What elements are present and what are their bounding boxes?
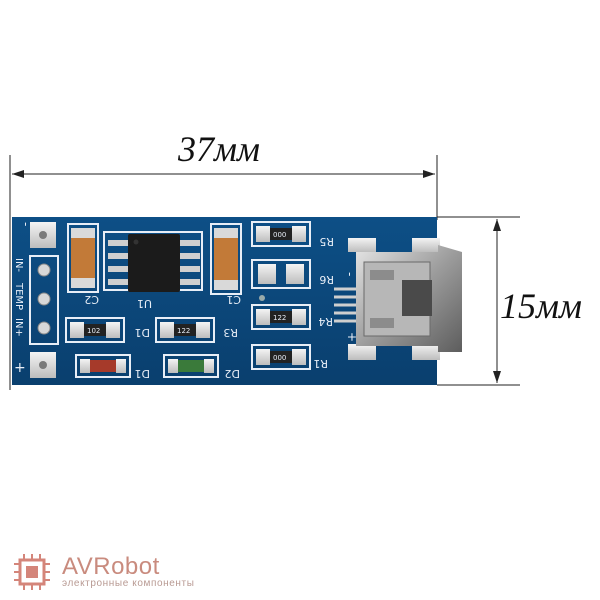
chip-u1 <box>128 234 180 292</box>
label-r6: R6 <box>319 273 334 286</box>
pin-label-in-minus: IN- <box>13 258 24 272</box>
label-r4: R4 <box>318 315 333 328</box>
label-c2: C2 <box>84 293 99 306</box>
label-c1: C1 <box>226 293 241 306</box>
svg-text:000: 000 <box>273 231 286 239</box>
usb-plus-mark: + <box>345 332 359 342</box>
resistor-r4 <box>270 311 292 323</box>
label-r3: R3 <box>223 326 238 339</box>
chip-logo-icon <box>14 554 50 590</box>
capacitor-c1 <box>214 228 238 290</box>
height-label: 15мм <box>500 286 582 326</box>
width-label: 37мм <box>178 129 260 169</box>
resistor-r3 <box>174 324 196 336</box>
led-d1 <box>90 360 116 372</box>
svg-text:000: 000 <box>273 354 286 362</box>
label-r5: R5 <box>319 235 334 248</box>
label-u1: U1 <box>137 297 152 310</box>
resistor-r1 <box>270 351 292 363</box>
pin-label-plus: + <box>14 360 26 376</box>
svg-text:102: 102 <box>87 327 100 335</box>
label-d2: D2 <box>225 367 240 380</box>
capacitor-c2 <box>71 228 95 288</box>
label-d1: D1 <box>135 367 150 380</box>
resistor-r2 <box>84 324 106 336</box>
svg-text:122: 122 <box>177 327 190 335</box>
pin-label-minus: - <box>19 222 33 226</box>
label-r1: R1 <box>313 357 328 370</box>
svg-text:122: 122 <box>273 314 286 322</box>
pin-label-temp: TEMP <box>13 282 24 310</box>
brand-tagline: электронные компоненты <box>62 578 195 589</box>
pin-label-in-plus: IN+ <box>13 318 24 337</box>
brand-name: AVRobot <box>62 553 160 580</box>
usb-minus-mark: - <box>343 272 357 276</box>
resistor-r5 <box>270 228 292 240</box>
label-r2: D1 <box>135 326 150 339</box>
led-d2 <box>178 360 204 372</box>
